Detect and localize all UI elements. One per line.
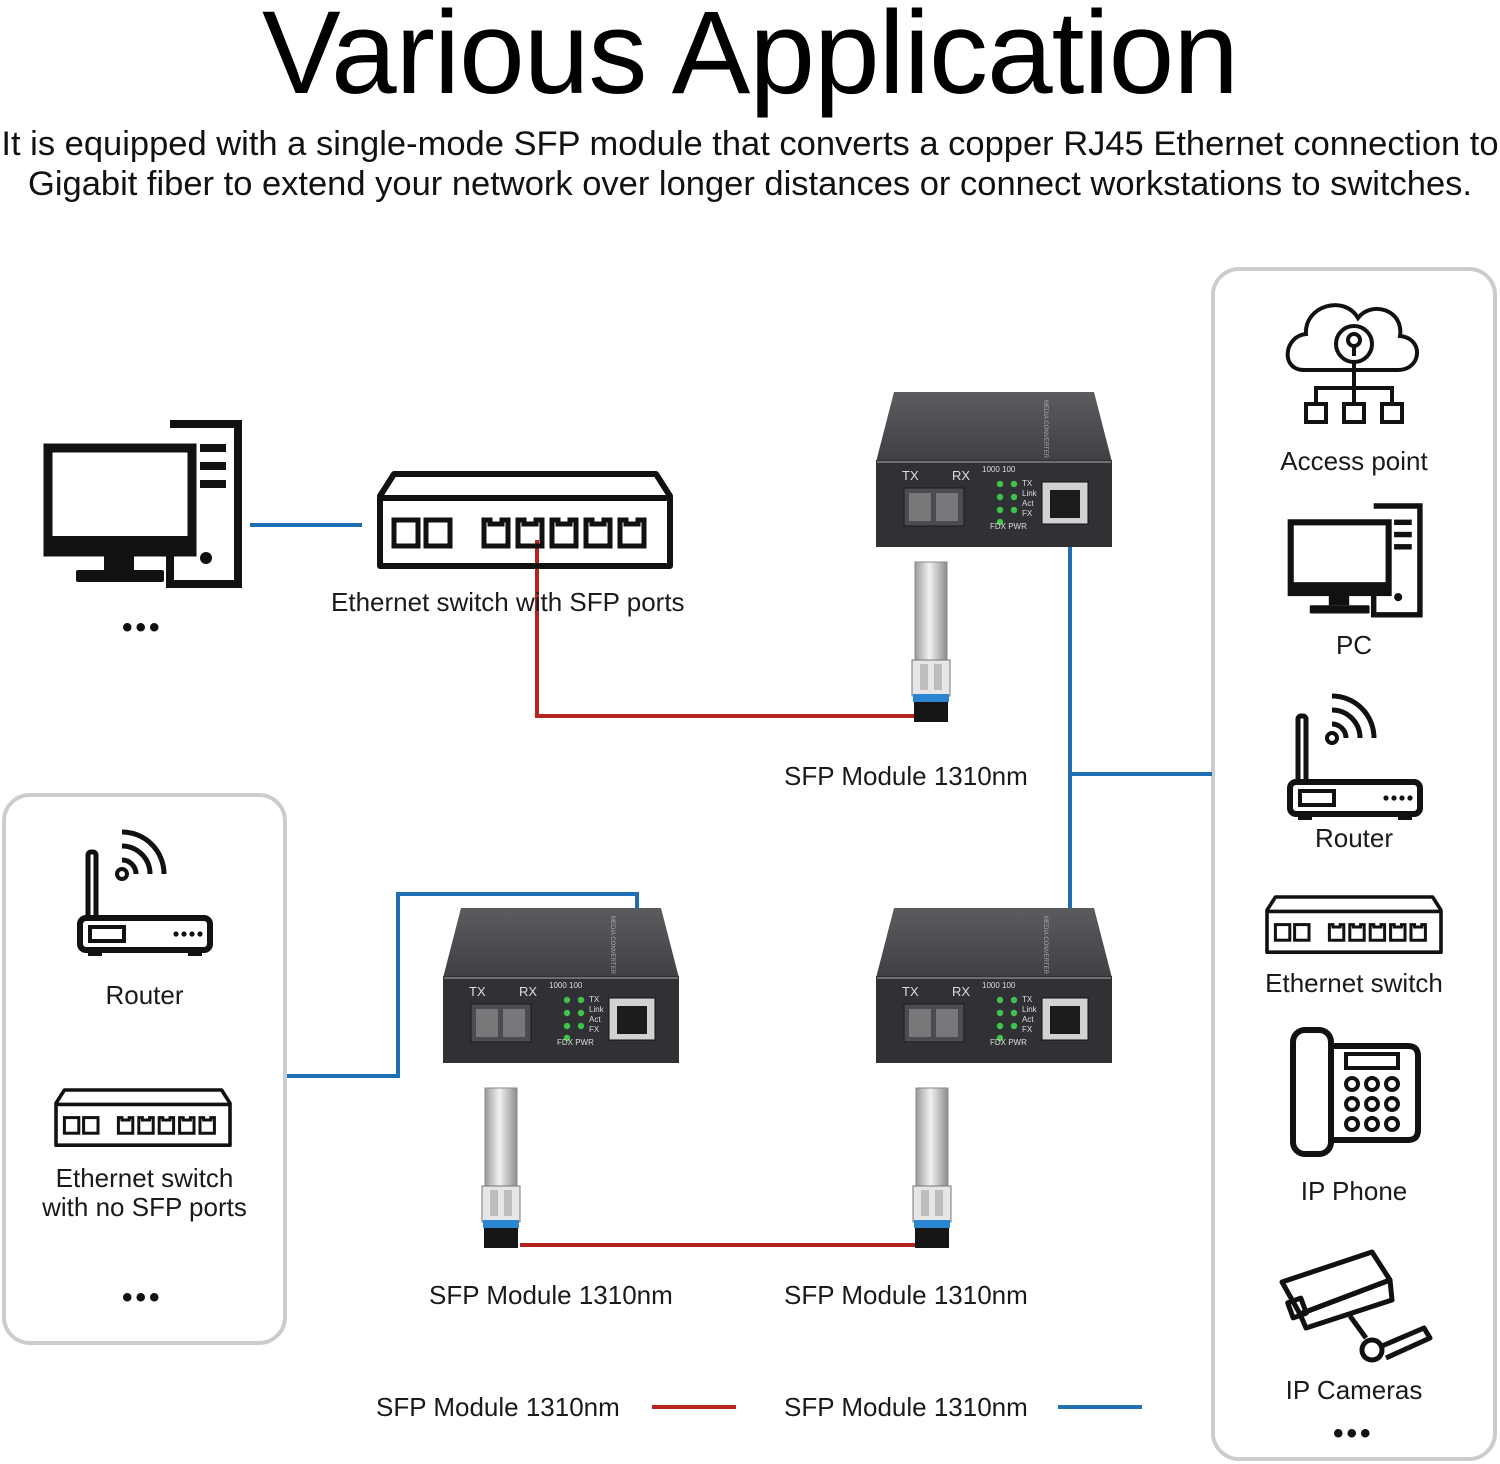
ethernet-switch-icon: [54, 1088, 232, 1148]
sfp-label-bottom-right: SFP Module 1310nm: [784, 1280, 1028, 1310]
cctv-camera-icon: [1279, 1249, 1433, 1363]
left-switch-label: Ethernet switch with no SFP ports: [42, 1163, 247, 1222]
right-panel: [1211, 267, 1497, 1461]
right-ip-phone-label: IP Phone: [1300, 1176, 1408, 1206]
right-router-label: Router: [1314, 823, 1394, 853]
media-converter-bottom-left: [442, 907, 680, 1064]
cloud-network-icon: [1285, 303, 1419, 424]
right-switch-label: Ethernet switch: [1265, 968, 1443, 998]
right-ip-cameras-label: IP Cameras: [1285, 1375, 1423, 1405]
left-more-indicator: •••: [122, 1281, 163, 1314]
legend-copper-label: SFP Module 1310nm: [784, 1392, 1028, 1422]
right-more-indicator: •••: [1333, 1417, 1374, 1450]
router-icon: [1290, 696, 1420, 820]
switch-sfp-label: Ethernet switch with SFP ports: [331, 587, 685, 617]
sfp-label-top: SFP Module 1310nm: [784, 761, 1028, 791]
right-pc-label: PC: [1335, 630, 1373, 660]
media-converter-top: [875, 391, 1113, 548]
legend-fiber-swatch: [652, 1405, 736, 1409]
sfp-module-top: [911, 561, 951, 723]
left-panel: [2, 793, 287, 1345]
router-icon: [80, 832, 210, 956]
ethernet-switch-icon: [1265, 895, 1443, 955]
page-title: Various Application: [262, 0, 1239, 119]
sfp-label-bottom-left: SFP Module 1310nm: [429, 1280, 673, 1310]
pc-icon: [44, 424, 238, 584]
right-access-point-label: Access point: [1280, 446, 1428, 476]
legend-copper-swatch: [1058, 1405, 1142, 1409]
left-router-label: Router: [105, 980, 184, 1010]
fiber-links: [520, 540, 930, 1247]
ip-phone-icon: [1290, 1027, 1421, 1157]
page-subtitle: It is equipped with a single-mode SFP mo…: [1, 125, 1499, 203]
pc-icon: [1288, 506, 1420, 615]
ethernet-switch-icon: [380, 474, 670, 566]
sfp-module-bottom-right: [912, 1087, 952, 1249]
legend-fiber-label: SFP Module 1310nm: [376, 1392, 620, 1422]
media-converter-bottom-right: [875, 907, 1113, 1064]
more-indicator: •••: [122, 611, 163, 644]
sfp-module-bottom-left: [481, 1087, 521, 1249]
